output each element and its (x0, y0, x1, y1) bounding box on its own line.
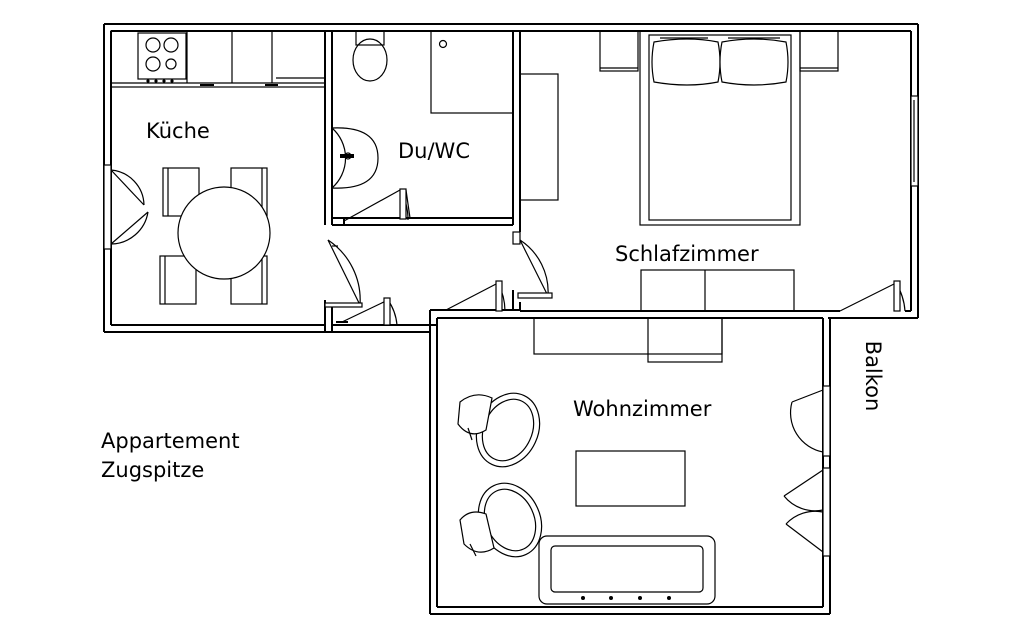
armchair-icon-2 (459, 482, 543, 558)
room-label-bedroom: Schlafzimmer (615, 242, 759, 266)
sofa-icon (538, 535, 716, 605)
room-label-kitchen: Küche (146, 119, 210, 143)
kitchen-balcony-door (103, 164, 149, 250)
apartment-name-line1: Appartement (101, 429, 240, 453)
bathroom-door (343, 188, 411, 225)
wardrobe (519, 73, 559, 201)
coffee-table (575, 450, 686, 507)
balcony-door-living (783, 385, 831, 557)
dresser (640, 269, 795, 312)
kitchen-door (324, 239, 363, 308)
balcony-door-bedroom (839, 280, 906, 312)
double-bed-icon (639, 30, 801, 226)
shower (430, 30, 514, 114)
armchair-icon (457, 392, 541, 468)
bedroom-door (512, 231, 553, 299)
kitchen-counter (110, 30, 326, 88)
toilet-icon (352, 30, 388, 82)
entrance-door (336, 297, 398, 326)
room-label-bathroom: Du/WC (398, 139, 470, 163)
room-label-living-room: Wohnzimmer (573, 397, 712, 421)
sideboard (533, 317, 723, 363)
bedroom-window (910, 95, 919, 187)
sink-icon (331, 127, 379, 189)
dining-table-icon (159, 167, 271, 305)
apartment-name-line2: Zugspitze (101, 458, 205, 482)
stove-icon (137, 32, 187, 83)
living-room-door (445, 280, 506, 312)
room-label-balcony: Balkon (861, 340, 885, 412)
